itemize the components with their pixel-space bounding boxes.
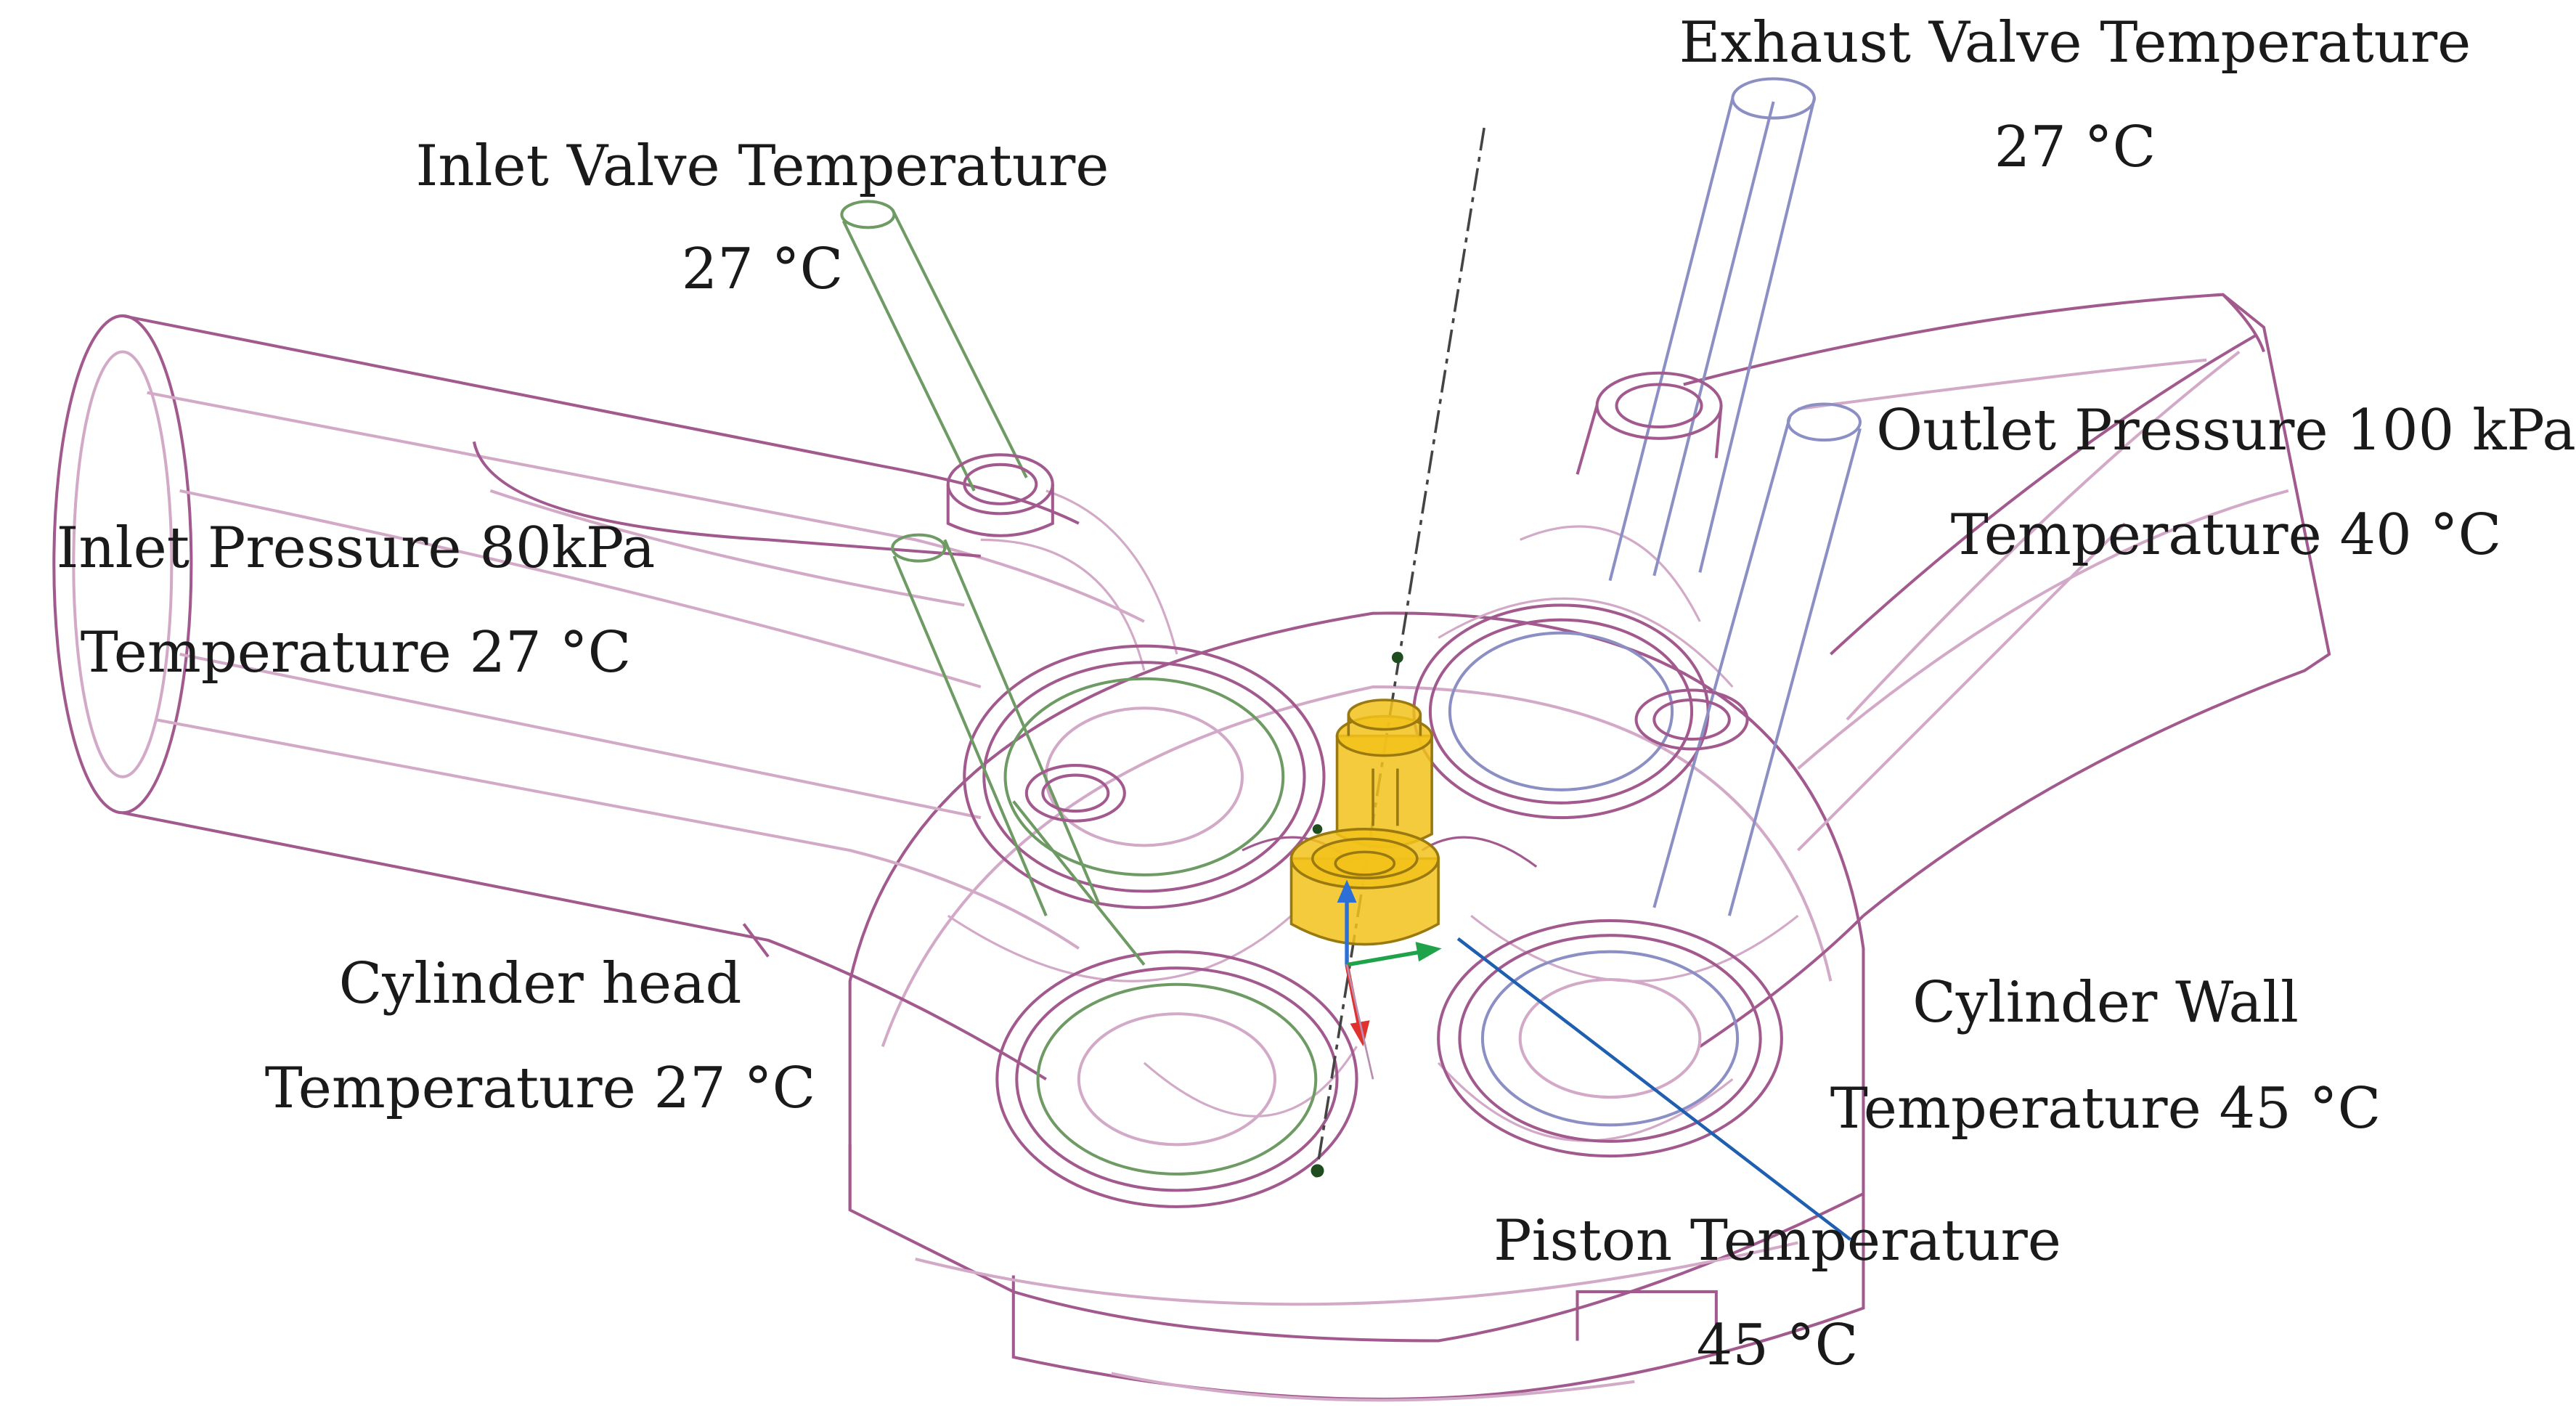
piston-temperature-label: Piston Temperature <box>1493 1208 2061 1274</box>
exhaust-valve-stems <box>1576 77 1862 916</box>
cylinder-wall-label: Cylinder Wall <box>1912 970 2299 1035</box>
inlet-runner <box>52 314 1145 1081</box>
inlet-pressure-label: Inlet Pressure 80kPa <box>56 516 656 581</box>
outlet-temperature-value: Temperature 40 °C <box>1950 502 2502 568</box>
xyz-axes-icon <box>1337 879 1442 1080</box>
exhaust-valve-temperature-value: 27 °C <box>1994 115 2156 180</box>
cylinder-head-base <box>848 611 1865 1402</box>
cylinder-head-label: Cylinder head <box>338 951 742 1017</box>
cylinder-head-temperature-value: Temperature 27 °C <box>264 1056 816 1121</box>
exhaust-valve-temperature-label: Exhaust Valve Temperature <box>1679 10 2471 76</box>
piston-leader-line <box>1456 937 1851 1241</box>
spark-plug-icon <box>1289 699 1440 946</box>
inlet-temperature-value: Temperature 27 °C <box>80 620 632 685</box>
centerline-marker <box>1311 1164 1324 1178</box>
centerline-marker <box>1312 824 1323 834</box>
inlet-valve-temperature-label: Inlet Valve Temperature <box>415 134 1109 199</box>
outlet-pressure-label: Outlet Pressure 100 kPa <box>1876 398 2576 463</box>
exhaust-runner <box>1683 293 2331 1048</box>
piston-temperature-value: 45 °C <box>1696 1313 1859 1378</box>
inlet-valve-stems <box>840 200 1146 966</box>
cylinder-wall-temperature-value: Temperature 45 °C <box>1830 1076 2381 1141</box>
inlet-valve-temperature-value: 27 °C <box>681 237 844 302</box>
centerline-marker <box>1391 651 1403 664</box>
